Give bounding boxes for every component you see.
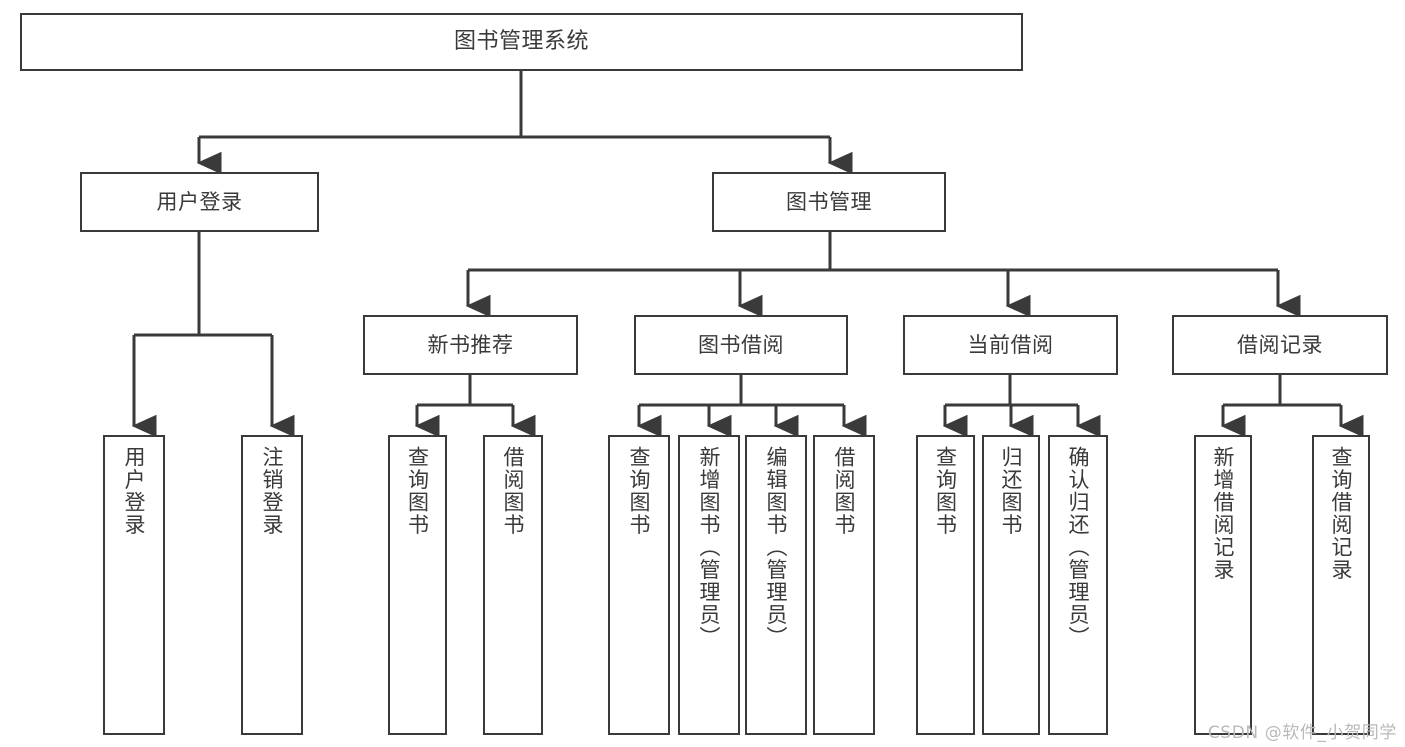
leaf-new-book-borrow-label: 借阅图书 <box>501 446 526 536</box>
node-new-book-recommend-label: 新书推荐 <box>427 332 514 357</box>
leaf-new-book-borrow[interactable]: 借阅图书 <box>483 435 543 735</box>
node-root-label: 图书管理系统 <box>453 29 589 55</box>
leaf-current-query-book-label: 查询图书 <box>933 446 958 536</box>
leaf-logout[interactable]: 注销登录 <box>241 435 303 735</box>
leaf-add-borrow-record[interactable]: 新增借阅记录 <box>1194 435 1252 735</box>
leaf-new-book-query-label: 查询图书 <box>405 446 430 536</box>
node-user-login[interactable]: 用户登录 <box>80 172 319 232</box>
leaf-query-borrow-record[interactable]: 查询借阅记录 <box>1312 435 1370 735</box>
leaf-add-book-admin[interactable]: 新增图书（管理员） <box>678 435 740 735</box>
node-current-borrow-label: 当前借阅 <box>967 332 1054 357</box>
leaf-borrow-query-book-label: 查询图书 <box>627 446 652 536</box>
node-current-borrow[interactable]: 当前借阅 <box>903 315 1118 375</box>
node-root[interactable]: 图书管理系统 <box>20 13 1023 71</box>
leaf-logout-label: 注销登录 <box>260 446 285 536</box>
leaf-borrow-query-book[interactable]: 查询图书 <box>608 435 670 735</box>
watermark: CSDN @软件_小贺同学 <box>1207 723 1397 743</box>
leaf-add-borrow-record-label: 新增借阅记录 <box>1211 446 1236 581</box>
leaf-borrow-book[interactable]: 借阅图书 <box>813 435 875 735</box>
leaf-borrow-book-label: 借阅图书 <box>832 446 857 536</box>
leaf-confirm-return-admin[interactable]: 确认归还（管理员） <box>1048 435 1108 735</box>
node-new-book-recommend[interactable]: 新书推荐 <box>363 315 578 375</box>
leaf-return-book-label: 归还图书 <box>999 446 1024 536</box>
leaf-user-login-label: 用户登录 <box>122 446 147 536</box>
leaf-edit-book-admin[interactable]: 编辑图书（管理员） <box>745 435 807 735</box>
node-borrow-records-label: 借阅记录 <box>1237 332 1323 357</box>
leaf-query-borrow-record-label: 查询借阅记录 <box>1329 446 1354 581</box>
leaf-edit-book-admin-label: 编辑图书（管理员） <box>764 446 789 649</box>
node-book-management-label: 图书管理 <box>786 189 872 214</box>
node-book-management[interactable]: 图书管理 <box>712 172 946 232</box>
node-borrow-records[interactable]: 借阅记录 <box>1172 315 1388 375</box>
node-book-borrow[interactable]: 图书借阅 <box>634 315 848 375</box>
leaf-confirm-return-admin-label: 确认归还（管理员） <box>1066 446 1091 649</box>
leaf-new-book-query[interactable]: 查询图书 <box>388 435 447 735</box>
node-book-borrow-label: 图书借阅 <box>698 332 784 357</box>
leaf-return-book[interactable]: 归还图书 <box>982 435 1040 735</box>
leaf-add-book-admin-label: 新增图书（管理员） <box>697 446 722 649</box>
node-user-login-label: 用户登录 <box>156 189 243 214</box>
leaf-user-login[interactable]: 用户登录 <box>103 435 165 735</box>
leaf-current-query-book[interactable]: 查询图书 <box>916 435 975 735</box>
